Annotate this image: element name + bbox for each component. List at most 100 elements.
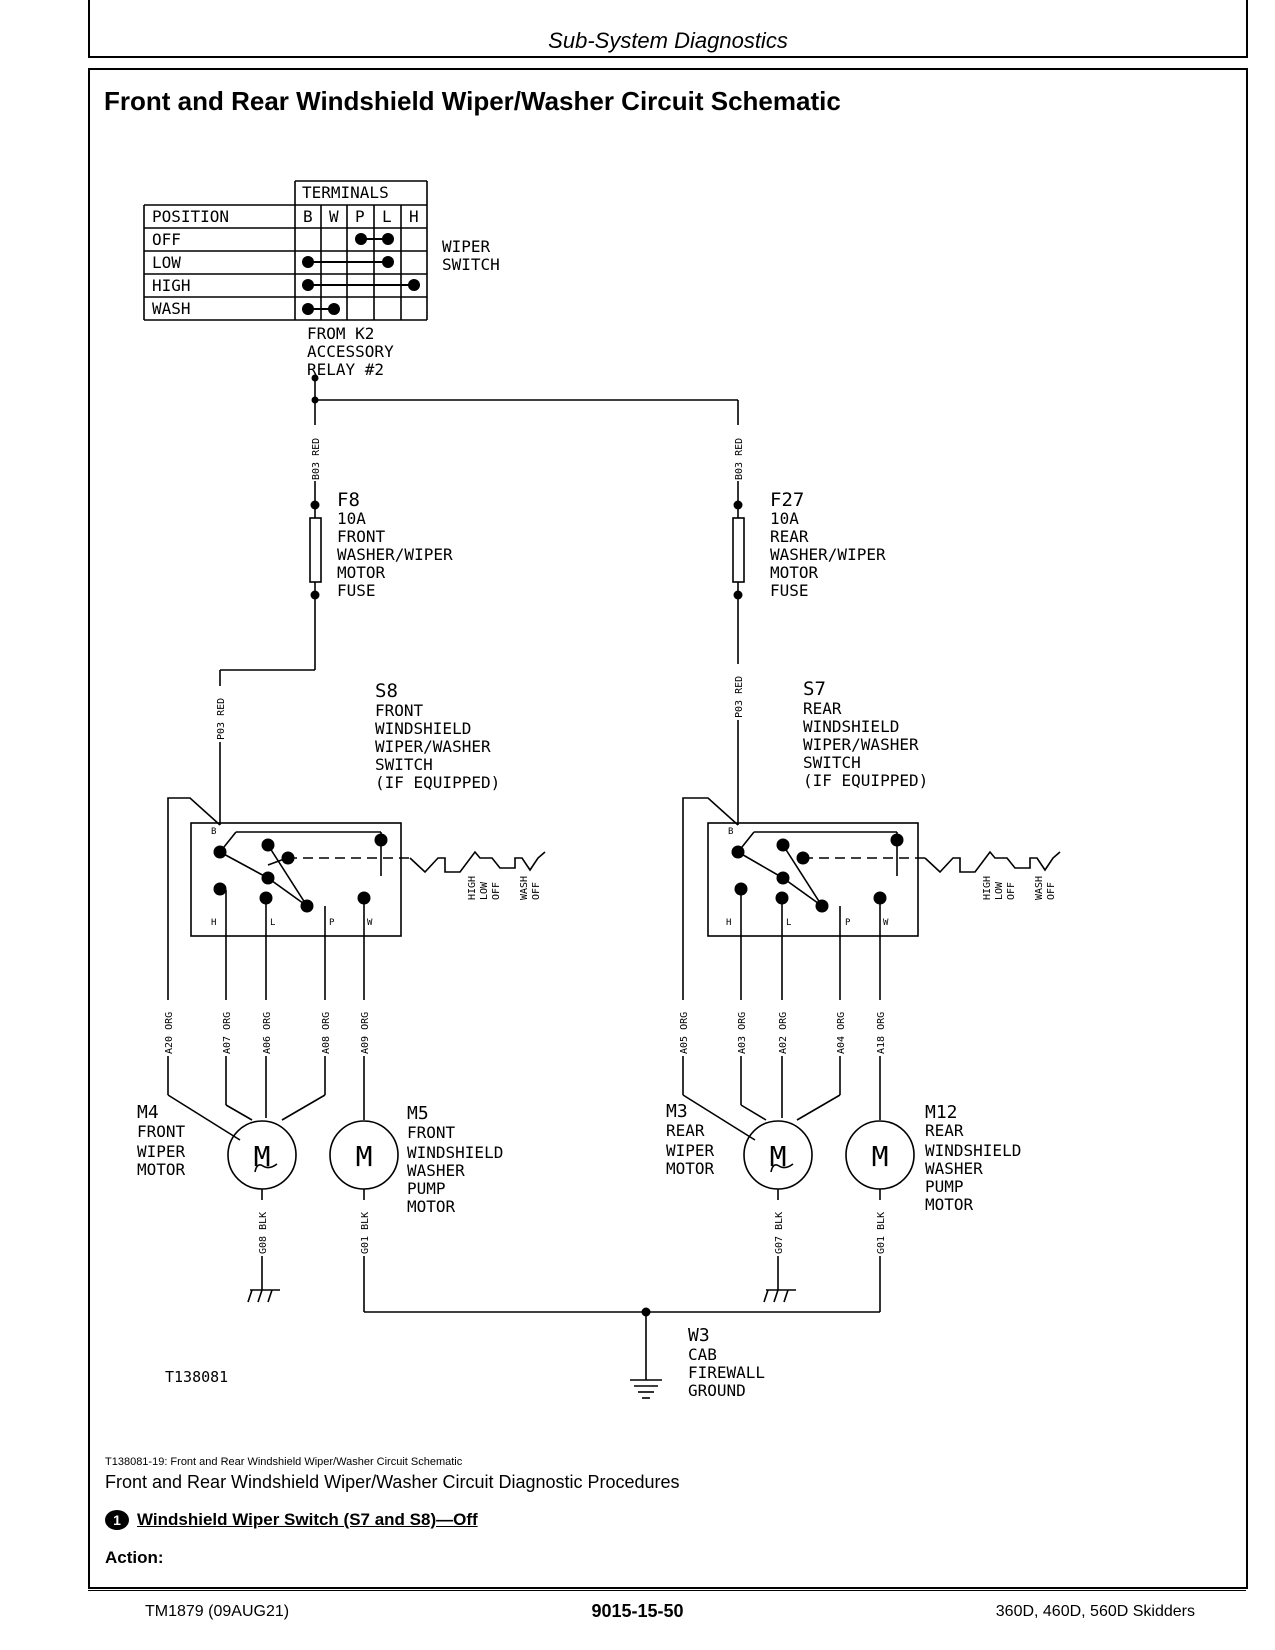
m12-letter: M bbox=[872, 1140, 889, 1173]
s7-line-3: WINDSHIELD bbox=[803, 717, 899, 736]
f8-id: F8 bbox=[337, 489, 360, 511]
step-1[interactable]: 1 Windshield Wiper Switch (S7 and S8)—Of… bbox=[105, 1510, 478, 1530]
front-motor-wiring bbox=[167, 1050, 399, 1312]
m4-letter: M bbox=[254, 1140, 271, 1173]
m12-line-6: MOTOR bbox=[925, 1195, 974, 1214]
f8-line-3: FRONT bbox=[337, 527, 386, 546]
s8-line-4: WIPER/WASHER bbox=[375, 737, 491, 756]
wire-p03-right: P03 RED bbox=[734, 676, 745, 718]
m3-letter: M bbox=[770, 1140, 787, 1173]
m3-line-3: WIPER bbox=[666, 1141, 715, 1160]
s7-term-p: P bbox=[845, 918, 851, 928]
w3-id: W3 bbox=[688, 1325, 710, 1346]
wire-a03: A03 ORG bbox=[737, 1012, 748, 1054]
terminal-col-h: H bbox=[409, 207, 419, 226]
m3-wiper-glyph bbox=[770, 1163, 794, 1173]
terminal-col-b: B bbox=[303, 207, 313, 226]
wire-a02: A02 ORG bbox=[778, 1012, 789, 1054]
row-low: LOW bbox=[152, 253, 181, 272]
wiper-switch-label-2: SWITCH bbox=[442, 255, 500, 274]
s7-line-6: (IF EQUIPPED) bbox=[803, 771, 928, 790]
m4-wiper-glyph bbox=[254, 1163, 278, 1173]
figure-caption: T138081-19: Front and Rear Windshield Wi… bbox=[105, 1456, 463, 1468]
wire-g01-left: G01 BLK bbox=[360, 1212, 371, 1254]
action-label: Action: bbox=[105, 1548, 164, 1567]
wiper-switch-label-1: WIPER bbox=[442, 237, 491, 256]
w3-line-4: GROUND bbox=[688, 1381, 746, 1400]
switch-s8 bbox=[167, 797, 546, 1020]
switch-terminal-letters: B H L P W B H L P W bbox=[211, 827, 889, 928]
m4-line-3: WIPER bbox=[137, 1142, 186, 1161]
junction-dots bbox=[310, 374, 743, 1317]
m12-line-4: WASHER bbox=[925, 1159, 983, 1178]
f27-line-2: 10A bbox=[770, 509, 799, 528]
s7-line-2: REAR bbox=[803, 699, 842, 718]
wire-a07: A07 ORG bbox=[222, 1012, 233, 1054]
figure-id: T138081 bbox=[165, 1368, 228, 1386]
f27-id: F27 bbox=[770, 489, 804, 511]
s7-pos-wash: WASH bbox=[1034, 876, 1045, 900]
s8-term-w: W bbox=[367, 918, 373, 928]
wire-a18: A18 ORG bbox=[876, 1012, 887, 1054]
row-high: HIGH bbox=[152, 276, 191, 295]
terminal-col-w: W bbox=[329, 207, 339, 226]
m5-line-4: WASHER bbox=[407, 1161, 465, 1180]
footer-manual-id: TM1879 (09AUG21) bbox=[145, 1603, 290, 1620]
s8-term-p: P bbox=[329, 918, 335, 928]
s7-pos-off-2: OFF bbox=[1046, 882, 1057, 900]
s8-term-b: B bbox=[211, 827, 216, 837]
footer-rule bbox=[88, 1590, 1246, 1591]
f27-line-6: FUSE bbox=[770, 581, 809, 600]
f27-line-5: MOTOR bbox=[770, 563, 819, 582]
s7-term-b: B bbox=[728, 827, 733, 837]
content-box: Front and Rear Windshield Wiper/Washer C… bbox=[88, 68, 1248, 1589]
wire-a04: A04 ORG bbox=[836, 1012, 847, 1054]
m12-line-2: REAR bbox=[925, 1121, 964, 1140]
s8-id: S8 bbox=[375, 680, 398, 702]
s8-pos-off: OFF bbox=[491, 882, 502, 900]
m4-line-2: FRONT bbox=[137, 1122, 186, 1141]
m3-id: M3 bbox=[666, 1101, 688, 1122]
header-box: Sub-System Diagnostics bbox=[88, 0, 1248, 58]
f8-line-6: FUSE bbox=[337, 581, 376, 600]
switch-position-table bbox=[143, 180, 428, 321]
m5-line-5: PUMP bbox=[407, 1179, 446, 1198]
wire-p03-left: P03 RED bbox=[216, 698, 227, 740]
diagram-labels: TERMINALS POSITION B W P L H OFF LOW HIG… bbox=[137, 183, 1021, 1400]
step-number-badge: 1 bbox=[105, 1510, 129, 1530]
terminal-col-p: P bbox=[355, 207, 365, 226]
power-bus bbox=[314, 378, 739, 505]
rear-motor-wiring bbox=[682, 1050, 915, 1312]
m12-id: M12 bbox=[925, 1102, 958, 1123]
s7-term-l: L bbox=[786, 918, 791, 928]
w3-line-3: FIREWALL bbox=[688, 1363, 765, 1382]
wire-g01-right: G01 BLK bbox=[876, 1212, 887, 1254]
s8-pos-off-2: OFF bbox=[531, 882, 542, 900]
footer-page-number: 9015-15-50 bbox=[591, 1601, 684, 1621]
terminal-col-l: L bbox=[382, 207, 392, 226]
section-header: Sub-System Diagnostics bbox=[548, 28, 788, 53]
s8-line-3: WINDSHIELD bbox=[375, 719, 471, 738]
f8-line-5: MOTOR bbox=[337, 563, 386, 582]
wire-g07: G07 BLK bbox=[774, 1212, 785, 1254]
row-wash: WASH bbox=[152, 299, 191, 318]
wire-a08: A08 ORG bbox=[321, 1012, 332, 1054]
footer-models: 360D, 460D, 560D Skidders bbox=[995, 1603, 1195, 1620]
terminals-header: TERMINALS bbox=[302, 183, 389, 202]
ground-bus bbox=[364, 1311, 880, 1399]
s8-pos-wash: WASH bbox=[519, 876, 530, 900]
wire-g08: G08 BLK bbox=[258, 1212, 269, 1254]
f27-line-4: WASHER/WIPER bbox=[770, 545, 886, 564]
step-label[interactable]: Windshield Wiper Switch (S7 and S8)—Off bbox=[137, 1510, 478, 1529]
s8-pos-high: HIGH bbox=[467, 876, 478, 900]
w3-line-2: CAB bbox=[688, 1345, 717, 1364]
m3-line-4: MOTOR bbox=[666, 1159, 715, 1178]
m3-line-2: REAR bbox=[666, 1121, 705, 1140]
procedures-title: Front and Rear Windshield Wiper/Washer C… bbox=[105, 1472, 680, 1492]
s8-term-h: H bbox=[211, 918, 216, 928]
f8-line-2: 10A bbox=[337, 509, 366, 528]
page-title: Front and Rear Windshield Wiper/Washer C… bbox=[104, 86, 841, 116]
s8-pos-low: LOW bbox=[479, 881, 490, 900]
switch-table-dots bbox=[302, 233, 420, 315]
